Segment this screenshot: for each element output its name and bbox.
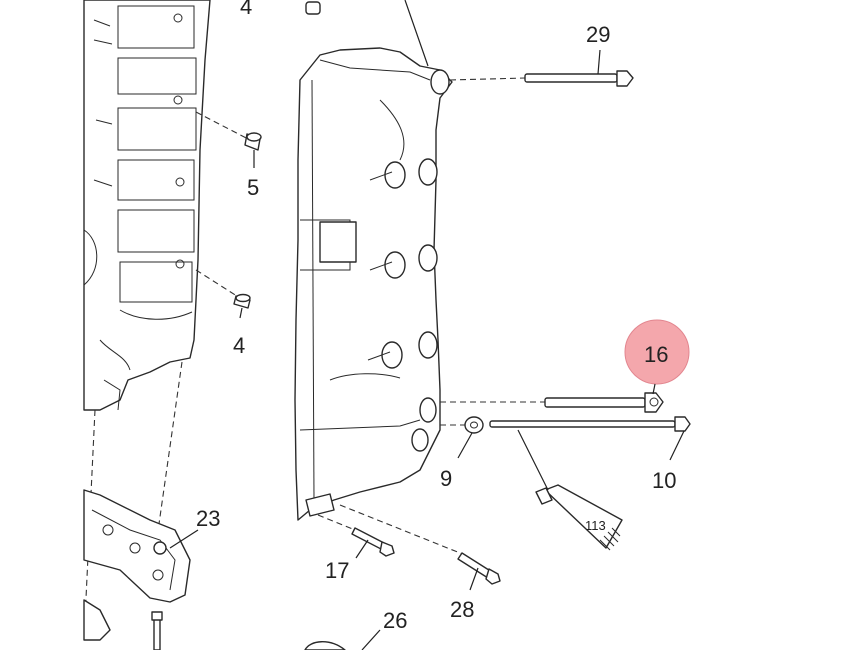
dowel-pin-lower (233, 293, 251, 309)
bolt-28 (457, 552, 501, 585)
tube-label: 113 (585, 518, 606, 533)
callout-17: 17 (325, 558, 349, 583)
callout-9: 9 (440, 466, 452, 491)
sealant-tube-113: 113 (535, 484, 623, 551)
bracket-23 (83, 489, 191, 641)
cylinder-block (83, 0, 211, 411)
exhaust-cover (294, 47, 453, 521)
bolt-10 (489, 416, 691, 432)
top-plug (305, 1, 321, 15)
callout-29: 29 (586, 22, 610, 47)
callout-28: 28 (450, 597, 474, 622)
highlight-marker (624, 319, 690, 385)
callout-5: 5 (247, 175, 259, 200)
callout-26: 26 (383, 608, 407, 633)
bolt-29 (524, 70, 634, 87)
dowel-pin-upper (244, 132, 262, 151)
callout-23: 23 (196, 506, 220, 531)
callout-4-top: 4 (240, 0, 252, 19)
part-26 (304, 641, 346, 650)
callout-4: 4 (233, 333, 245, 358)
bolt-16 (544, 392, 664, 413)
bolt-17 (351, 527, 395, 557)
callout-16: 16 (644, 342, 668, 367)
washer-9 (464, 416, 484, 434)
callout-10: 10 (652, 468, 676, 493)
bolt-bottom-left (151, 611, 163, 650)
